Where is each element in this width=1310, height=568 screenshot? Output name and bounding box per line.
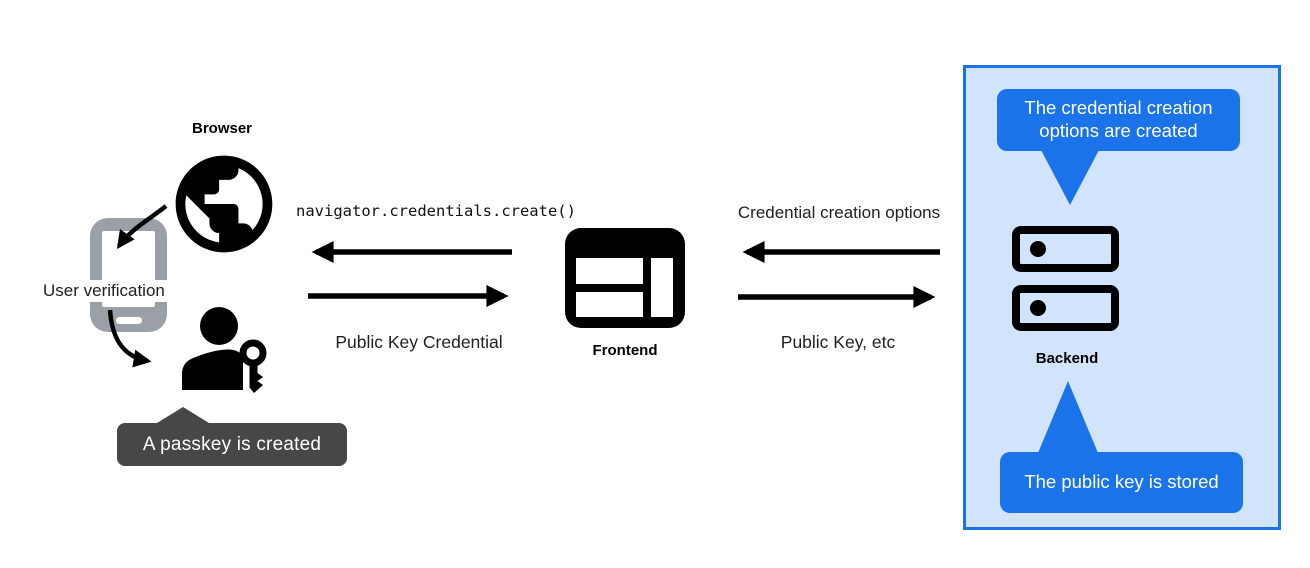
backend-bottom-callout-pointer xyxy=(1038,381,1098,453)
public-key-credential-label: Public Key Credential xyxy=(335,332,503,352)
passkey-user-icon xyxy=(182,307,267,393)
backend-top-callout-pointer xyxy=(1041,150,1099,205)
backend-bottom-callout: The public key is stored xyxy=(1000,452,1243,513)
backend-bottom-callout-text: The public key is stored xyxy=(1024,471,1219,493)
passkey-tooltip: A passkey is created xyxy=(117,423,347,466)
browser-label: Browser xyxy=(191,120,253,137)
navigator-credentials-create-label: navigator.credentials.create() xyxy=(296,202,576,220)
credential-creation-options-label: Credential creation options xyxy=(737,203,941,222)
frontend-label: Frontend xyxy=(592,342,658,359)
user-verification-label: User verification xyxy=(40,280,168,302)
public-key-etc-label: Public Key, etc xyxy=(780,332,896,352)
browser-globe-icon xyxy=(175,155,273,253)
frontend-window-icon xyxy=(565,228,685,328)
backend-label: Backend xyxy=(1035,350,1099,367)
passkey-tooltip-pointer xyxy=(157,407,209,423)
backend-top-callout: The credential creation options are crea… xyxy=(997,89,1240,151)
phone-icon xyxy=(90,218,167,332)
passkey-tooltip-text: A passkey is created xyxy=(142,433,322,455)
backend-top-callout-text: The credential creation options are crea… xyxy=(1024,97,1213,141)
backend-server-icon xyxy=(1012,226,1119,331)
